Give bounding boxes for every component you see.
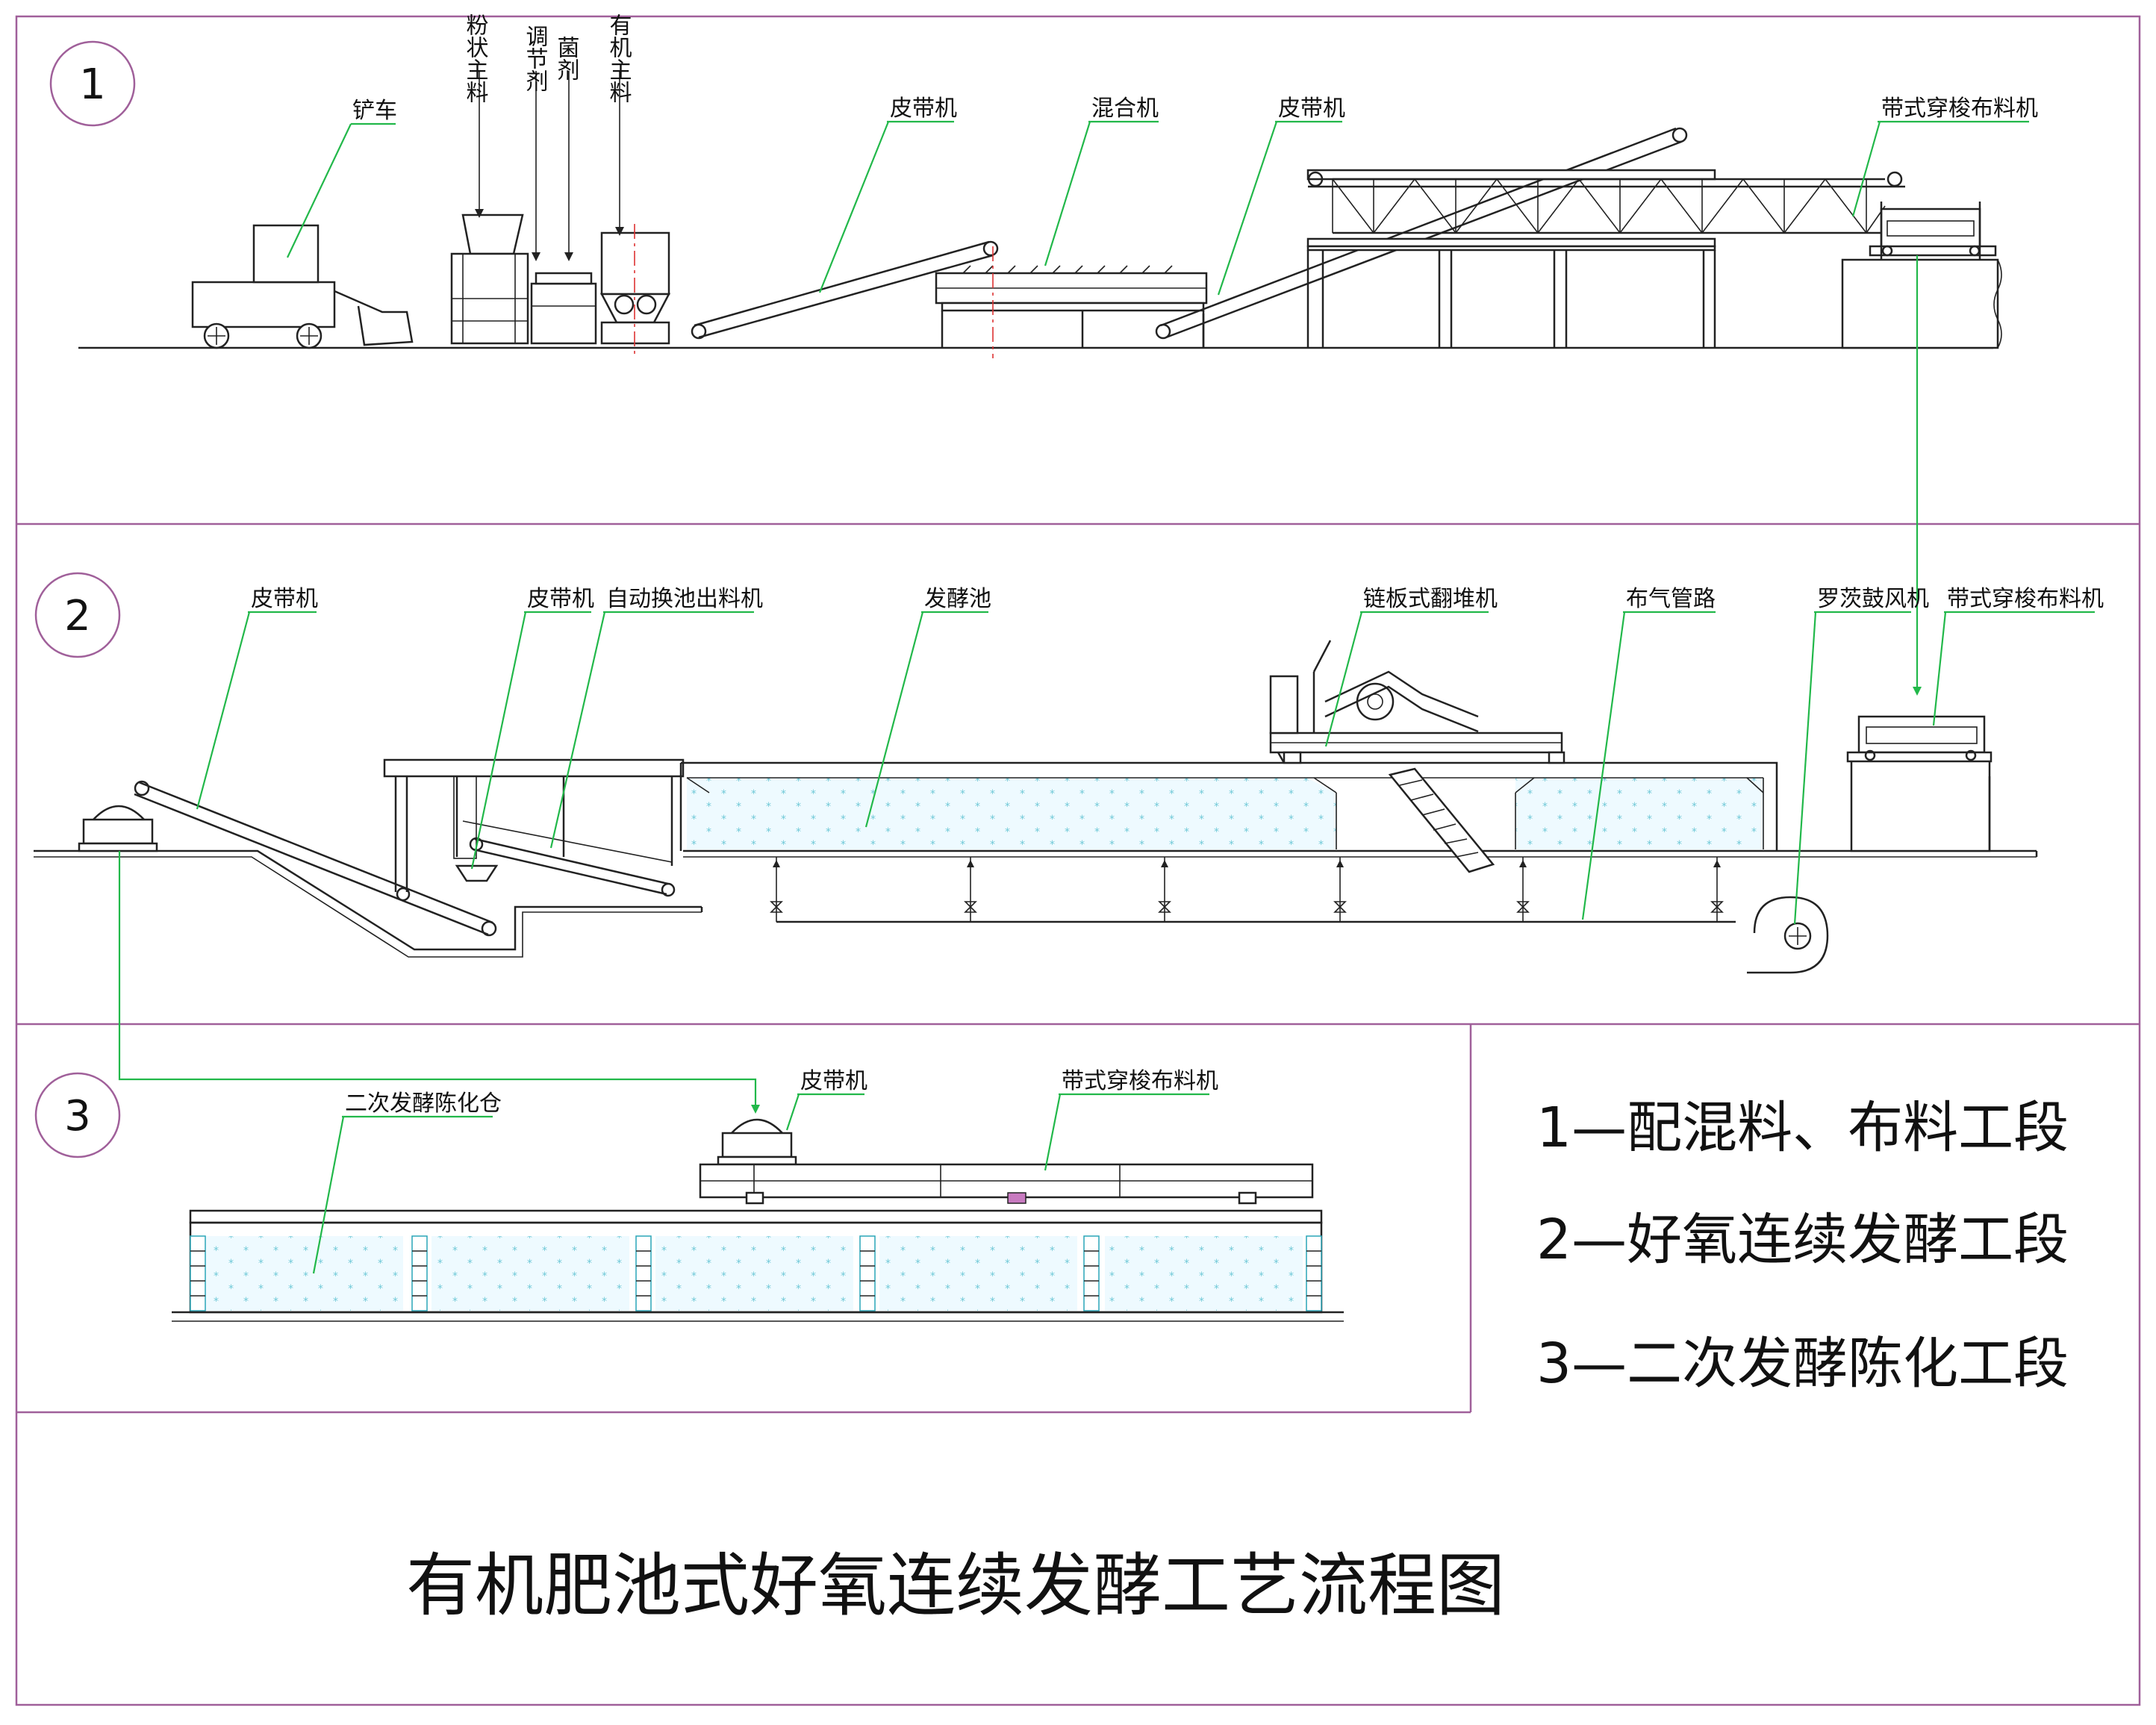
label-loader: 铲车 — [287, 98, 397, 258]
diagram-title: 有机肥池式好氧连续发酵工艺流程图 — [406, 1546, 1505, 1626]
svg-text:皮带机: 皮带机 — [527, 586, 594, 612]
legend-item-3: 3—二次发酵陈化工段 — [1536, 1332, 2069, 1396]
label-organic-main: 有机主料 — [605, 13, 632, 103]
label-turner: 链板式翻堆机 — [1324, 586, 1498, 747]
stage-marker-2: 2 — [34, 572, 121, 658]
stage-3 — [172, 1118, 1344, 1322]
stage-2 — [34, 640, 2038, 974]
label-fermentation-pool: 发酵池 — [864, 586, 991, 828]
label-bacteria: 菌剂 — [553, 36, 579, 81]
air-pipe-network — [770, 857, 1736, 923]
label-shuttle-1: 带式穿梭布料机 — [1851, 96, 2038, 217]
label-belt-2: 皮带机 — [1217, 96, 1345, 296]
stage-marker-1: 1 — [49, 40, 136, 127]
belt-conveyor-3 — [134, 780, 497, 937]
label-belt-5: 皮带机 — [785, 1068, 867, 1131]
legend: 1—配混料、布料工段 2—好氧连续发酵工段 3—二次发酵陈化工段 — [1536, 1096, 2069, 1396]
svg-text:罗茨鼓风机: 罗茨鼓风机 — [1817, 586, 1929, 612]
mixer-machine — [935, 246, 1208, 358]
shuttle-distributor-track-3 — [699, 1163, 1314, 1205]
svg-text:调节剂: 调节剂 — [522, 25, 548, 92]
label-aging-bin: 二次发酵陈化仓 — [312, 1091, 502, 1274]
svg-text:混合机: 混合机 — [1091, 96, 1159, 122]
svg-text:皮带机: 皮带机 — [251, 586, 318, 612]
legend-item-2: 2—好氧连续发酵工段 — [1536, 1208, 2069, 1272]
svg-text:二次发酵陈化仓: 二次发酵陈化仓 — [345, 1091, 502, 1117]
svg-text:皮带机: 皮带机 — [890, 96, 957, 122]
belt-conveyor-1 — [691, 240, 999, 340]
svg-text:铲车: 铲车 — [352, 98, 397, 124]
label-air-pipe: 布气管路 — [1581, 586, 1716, 920]
feed-arrows — [475, 71, 624, 261]
organic-feeder — [599, 231, 671, 345]
stage-1 — [78, 71, 2002, 358]
aging-bin — [172, 1209, 1344, 1322]
roots-blower — [1747, 896, 1829, 974]
belt-head-unit-3 — [717, 1118, 797, 1166]
loader-machine — [191, 224, 414, 349]
svg-text:自动换池出料机: 自动换池出料机 — [606, 586, 763, 612]
pit-floor — [34, 849, 702, 951]
svg-text:链板式翻堆机: 链板式翻堆机 — [1363, 586, 1498, 612]
label-mixer: 混合机 — [1044, 96, 1159, 266]
transfer-line-2-3 — [118, 851, 757, 1111]
powder-feeder — [450, 213, 529, 345]
label-belt-1: 皮带机 — [818, 96, 957, 293]
label-blower: 罗茨鼓风机 — [1793, 586, 1929, 925]
stage-marker-3: 3 — [34, 1072, 121, 1158]
svg-text:皮带机: 皮带机 — [1278, 96, 1345, 122]
label-powder-main: 粉状主料 — [462, 13, 489, 103]
label-shuttle-2: 带式穿梭布料机 — [1932, 586, 2104, 726]
svg-text:菌剂: 菌剂 — [553, 36, 579, 81]
head-pulley-unit — [78, 805, 158, 852]
svg-text:皮带机: 皮带机 — [800, 1068, 867, 1094]
label-regulator: 调节剂 — [522, 25, 548, 92]
shuttle-distributor-machine-2 — [1846, 715, 2038, 857]
label-belt-4: 皮带机 — [470, 586, 594, 870]
svg-text:粉状主料: 粉状主料 — [462, 13, 489, 103]
svg-text:带式穿梭布料机: 带式穿梭布料机 — [1062, 1068, 1218, 1094]
svg-text:带式穿梭布料机: 带式穿梭布料机 — [1947, 586, 2104, 612]
frame — [15, 15, 2141, 1706]
svg-text:2: 2 — [64, 592, 91, 640]
svg-text:1: 1 — [79, 60, 106, 109]
svg-text:发酵池: 发酵池 — [924, 586, 991, 612]
auto-discharger-frame — [383, 758, 685, 892]
label-belt-3: 皮带机 — [196, 586, 318, 810]
label-shuttle-3: 带式穿梭布料机 — [1044, 1068, 1218, 1171]
regulator-feeder — [530, 272, 597, 345]
svg-text:有机主料: 有机主料 — [605, 13, 632, 103]
chain-plate-turner — [1269, 640, 1565, 873]
label-discharger: 自动换池出料机 — [549, 586, 763, 849]
shuttle-distributor-machine — [1841, 202, 2002, 349]
belt-conveyor-4 — [469, 837, 676, 897]
fermentation-pool — [679, 761, 1778, 851]
shuttle-distributor-truss — [1306, 169, 1905, 348]
svg-text:布气管路: 布气管路 — [1626, 586, 1716, 612]
svg-text:3: 3 — [64, 1092, 91, 1141]
svg-text:带式穿梭布料机: 带式穿梭布料机 — [1881, 96, 2038, 122]
legend-item-1: 1—配混料、布料工段 — [1536, 1096, 2069, 1160]
